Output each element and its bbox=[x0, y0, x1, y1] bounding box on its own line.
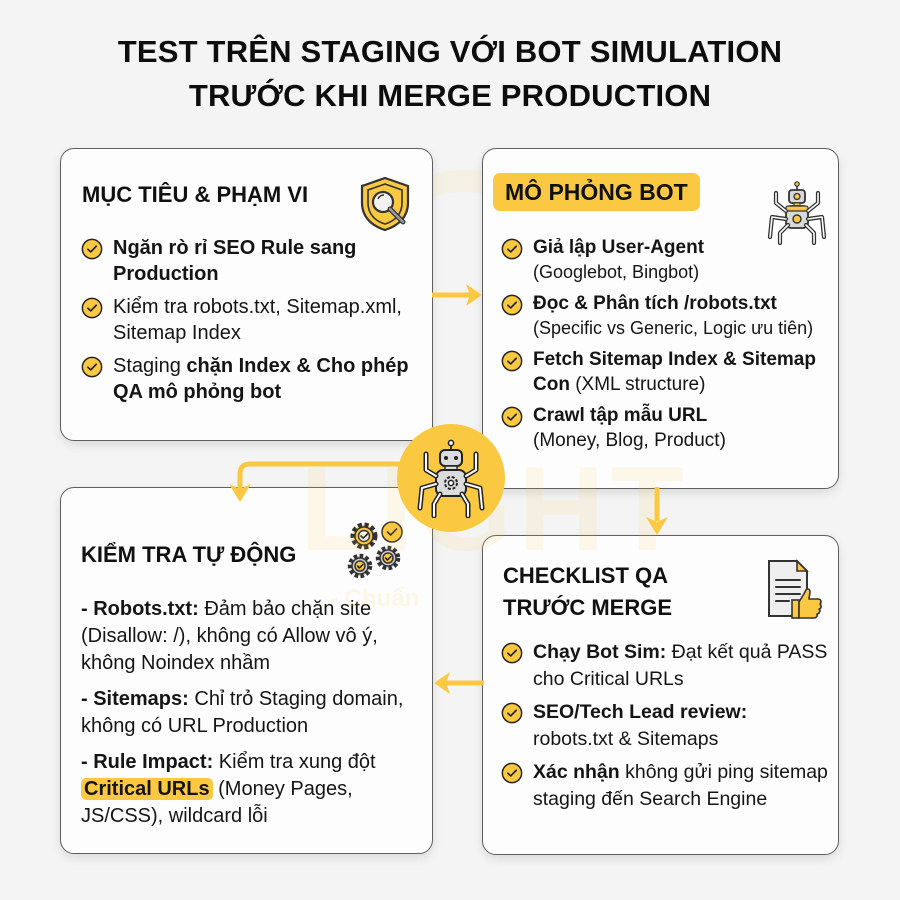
item-bold-text: Đọc & Phân tích /robots.txt bbox=[533, 293, 777, 314]
card-bot-simulation: MÔ PHỎNG BOT Giả lập User-Agent (Googleb… bbox=[482, 148, 839, 489]
card-title: CHECKLIST QA TRƯỚC MERGE bbox=[503, 560, 672, 624]
hub-circle bbox=[397, 424, 505, 532]
title-line-1: TEST TRÊN STAGING VỚI BOT SIMULATION bbox=[117, 34, 783, 69]
item-bold-text: Xác nhận bbox=[533, 761, 620, 783]
arrow-left-icon bbox=[434, 672, 484, 694]
title-line-2: TRƯỚC KHI MERGE PRODUCTION bbox=[188, 78, 712, 113]
item-bold-text: chặn Index & Cho phép QA mô phỏng bot bbox=[113, 355, 409, 403]
card-title: KIỂM TRA TỰ ĐỘNG bbox=[81, 542, 297, 567]
card-goals-scope: MỤC TIÊU & PHẠM VI Ngăn rò rỉ SEO Rule s… bbox=[60, 148, 433, 441]
item-text: Kiểm tra xung đột bbox=[213, 751, 376, 773]
item-text: (XML structure) bbox=[569, 374, 706, 395]
list-item: Crawl tập mẫu URL (Money, Blog, Product) bbox=[501, 403, 831, 453]
item-bold-text: - Robots.txt: bbox=[81, 598, 199, 620]
arrow-hub-to-auto-check-icon bbox=[229, 461, 403, 502]
card-title: MỤC TIÊU & PHẠM VI bbox=[82, 182, 309, 207]
item-text: Staging bbox=[113, 355, 187, 377]
item-text: Đạt kết quả PASS cho Critical URLs bbox=[533, 641, 828, 690]
item-subtext: (Googlebot, Bingbot) bbox=[533, 262, 700, 282]
list-item: - Rule Impact: Kiểm tra xung đột Critica… bbox=[81, 749, 426, 830]
bot-sim-list: Giả lập User-Agent (Googlebot, Bingbot) … bbox=[501, 235, 831, 459]
check-circle-icon bbox=[81, 297, 103, 319]
card-auto-check: KIỂM TRA TỰ ĐỘNG - Robots.txt: Đảm bảo c… bbox=[60, 487, 433, 854]
title-line-2: TRƯỚC MERGE bbox=[503, 595, 673, 620]
check-circle-icon bbox=[501, 642, 523, 664]
check-circle-icon bbox=[501, 762, 523, 784]
auto-check-list: - Robots.txt: Đảm bảo chặn site (Disallo… bbox=[81, 596, 426, 839]
item-text: (Money Pages, JS/CSS), wildcard lỗi bbox=[81, 778, 353, 827]
item-subtext: (Money, Blog, Product) bbox=[533, 430, 726, 451]
list-item: Kiểm tra robots.txt, Sitemap.xml, Sitema… bbox=[81, 294, 421, 346]
gears-check-icon bbox=[347, 521, 403, 579]
list-item: Đọc & Phân tích /robots.txt (Specific vs… bbox=[501, 291, 831, 341]
check-circle-icon bbox=[501, 238, 523, 260]
item-bold-text: - Sitemaps: bbox=[81, 688, 189, 710]
list-item: Chạy Bot Sim: Đạt kết quả PASS cho Criti… bbox=[501, 639, 831, 693]
item-text: Chỉ trỏ Staging domain, không có URL Pro… bbox=[81, 688, 404, 737]
item-bold-text: - Rule Impact: bbox=[81, 751, 214, 773]
check-circle-icon bbox=[501, 406, 523, 428]
list-item: Giả lập User-Agent (Googlebot, Bingbot) bbox=[501, 235, 831, 285]
card-checklist-qa: CHECKLIST QA TRƯỚC MERGE Chạy Bot Sim: Đ… bbox=[482, 535, 839, 855]
item-text: không gửi ping sitemap staging đến Searc… bbox=[533, 761, 828, 810]
check-circle-icon bbox=[501, 350, 523, 372]
item-bold-text: SEO/Tech Lead review: bbox=[533, 701, 748, 723]
list-item: - Sitemaps: Chỉ trỏ Staging domain, khôn… bbox=[81, 686, 426, 740]
document-thumbs-up-icon bbox=[768, 559, 822, 619]
list-item: SEO/Tech Lead review: robots.txt & Sitem… bbox=[501, 699, 831, 753]
title-line-1: CHECKLIST QA bbox=[503, 563, 668, 588]
robot-spider-gear-icon bbox=[417, 439, 485, 518]
list-item: - Robots.txt: Đảm bảo chặn site (Disallo… bbox=[81, 596, 426, 677]
item-text: Kiểm tra robots.txt, Sitemap.xml, Sitema… bbox=[113, 296, 402, 344]
checklist-list: Chạy Bot Sim: Đạt kết quả PASS cho Criti… bbox=[501, 639, 831, 819]
list-item: Ngăn rò rỉ SEO Rule sang Production bbox=[81, 235, 421, 287]
item-text: Đảm bảo chặn site (Disallow: /), không c… bbox=[81, 598, 378, 674]
item-subtext: (Specific vs Generic, Logic ưu tiên) bbox=[533, 318, 814, 338]
goals-list: Ngăn rò rỉ SEO Rule sang Production Kiểm… bbox=[81, 235, 421, 412]
check-circle-icon bbox=[501, 702, 523, 724]
check-circle-icon bbox=[501, 294, 523, 316]
page-title: TEST TRÊN STAGING VỚI BOT SIMULATION TRƯ… bbox=[0, 30, 900, 118]
list-item: Staging chặn Index & Cho phép QA mô phỏn… bbox=[81, 353, 421, 405]
item-bold-text: Ngăn rò rỉ SEO Rule sang Production bbox=[113, 237, 357, 285]
arrow-down-icon bbox=[646, 487, 668, 535]
list-item: Xác nhận không gửi ping sitemap staging … bbox=[501, 759, 831, 813]
item-bold-text: Chạy Bot Sim: bbox=[533, 641, 667, 663]
robot-spider-icon bbox=[767, 181, 827, 245]
arrow-right-icon bbox=[432, 284, 482, 306]
item-bold-text: Giả lập User-Agent bbox=[533, 237, 705, 258]
check-circle-icon bbox=[81, 238, 103, 260]
item-text: robots.txt & Sitemaps bbox=[533, 728, 719, 750]
highlight-badge: Critical URLs bbox=[81, 778, 213, 800]
check-circle-icon bbox=[81, 356, 103, 378]
item-bold-text: Crawl tập mẫu URL bbox=[533, 405, 708, 426]
item-bold-text: Fetch Sitemap Index & Sitemap Con bbox=[533, 349, 816, 395]
card-title-highlighted: MÔ PHỎNG BOT bbox=[493, 173, 700, 211]
list-item: Fetch Sitemap Index & Sitemap Con (XML s… bbox=[501, 347, 831, 397]
shield-search-icon bbox=[360, 176, 410, 232]
